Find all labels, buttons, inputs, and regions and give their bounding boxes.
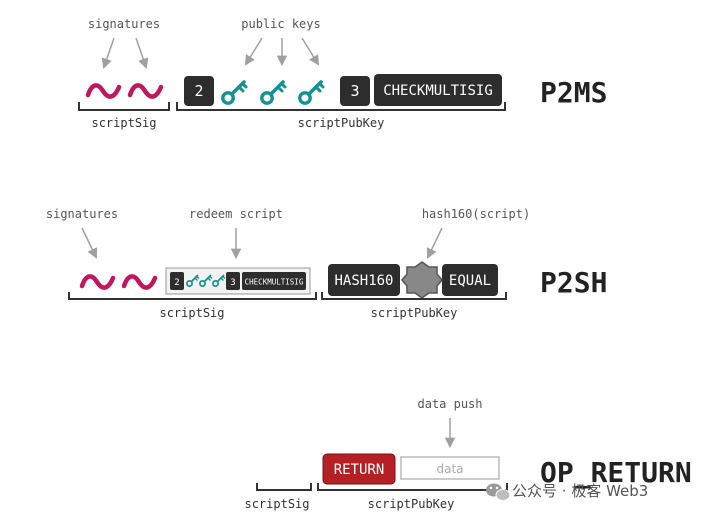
signature-icon [130, 85, 161, 96]
p2ms-signature-arrow [135, 37, 149, 69]
public-key-icon [297, 80, 325, 105]
op-return-scriptsig-label: scriptSig [244, 497, 309, 511]
op-return-section: data push RETURN data scriptSig scriptPu… [244, 397, 691, 511]
redeem-checkmultisig-box [242, 272, 306, 290]
p2ms-signature-arrow [101, 37, 115, 69]
p2sh-hash-arrow [426, 227, 443, 259]
equal-box [442, 264, 498, 296]
p2sh-scriptpubkey-label: scriptPubKey [371, 306, 458, 320]
data-push-label: data push [417, 397, 482, 411]
p2sh-section: signatures redeem script hash160(script)… [46, 207, 608, 320]
watermark-text: 公众号 · 极客 Web3 [512, 482, 648, 500]
watermark: 公众号 · 极客 Web3 [486, 482, 648, 501]
data-placeholder: data [436, 462, 463, 476]
p2ms-signatures-label: signatures [88, 17, 160, 31]
p2ms-n-total-box [340, 76, 370, 106]
public-key-icon [221, 80, 248, 105]
p2ms-n-total: 3 [350, 82, 359, 100]
equal-op: EQUAL [449, 273, 491, 289]
redeem-n-required: 2 [174, 278, 179, 288]
hash160-op: HASH160 [334, 273, 393, 289]
redeem-checkmultisig: CHECKMULTISIG [245, 278, 304, 287]
p2ms-public-keys-label: public keys [241, 17, 320, 31]
public-key-icon [259, 80, 287, 105]
p2ms-key-arrow [244, 37, 263, 66]
p2ms-key-arrow [301, 37, 320, 66]
p2sh-scriptpubkey-bracket [321, 292, 507, 300]
p2sh-signature-arrow [81, 227, 98, 259]
op-return-scriptsig-bracket [256, 483, 312, 491]
p2ms-scriptsig-label: scriptSig [91, 116, 156, 130]
p2sh-scriptsig-bracket [68, 292, 317, 300]
data-box [400, 456, 500, 480]
p2ms-n-required-box [184, 76, 214, 106]
redeem-n-total-box [226, 272, 240, 290]
return-box [322, 453, 396, 485]
p2ms-scriptpubkey-label: scriptPubKey [298, 116, 385, 130]
p2sh-scriptsig-label: scriptSig [159, 306, 224, 320]
p2ms-checkmultisig: CHECKMULTISIG [383, 83, 493, 99]
script-hash-icon [401, 261, 443, 299]
p2sh-redeem-label: redeem script [189, 207, 283, 221]
signature-icon [82, 276, 113, 287]
return-op: RETURN [334, 462, 385, 478]
signature-icon [88, 85, 119, 96]
redeem-n-required-box [170, 272, 184, 290]
p2sh-hash-label: hash160(script) [422, 207, 530, 221]
redeem-n-total: 3 [230, 278, 235, 288]
op-return-scriptpubkey-bracket [317, 483, 508, 491]
op-return-scriptpubkey-label: scriptPubKey [368, 497, 455, 511]
p2ms-title: P2MS [540, 76, 607, 109]
wechat-icon [486, 483, 511, 501]
p2ms-section: signatures public keys 2 3 CHECKMULTISIG… [78, 17, 607, 130]
p2sh-title: P2SH [540, 266, 607, 299]
op-return-title: OP_RETURN [540, 456, 692, 489]
p2ms-checkmultisig-box [374, 74, 502, 106]
p2ms-scriptpubkey-bracket [176, 102, 506, 111]
p2sh-signatures-label: signatures [46, 207, 118, 221]
signature-icon [124, 276, 155, 287]
hash160-box [328, 264, 400, 296]
p2ms-scriptsig-bracket [78, 102, 170, 111]
p2ms-n-required: 2 [194, 82, 203, 100]
